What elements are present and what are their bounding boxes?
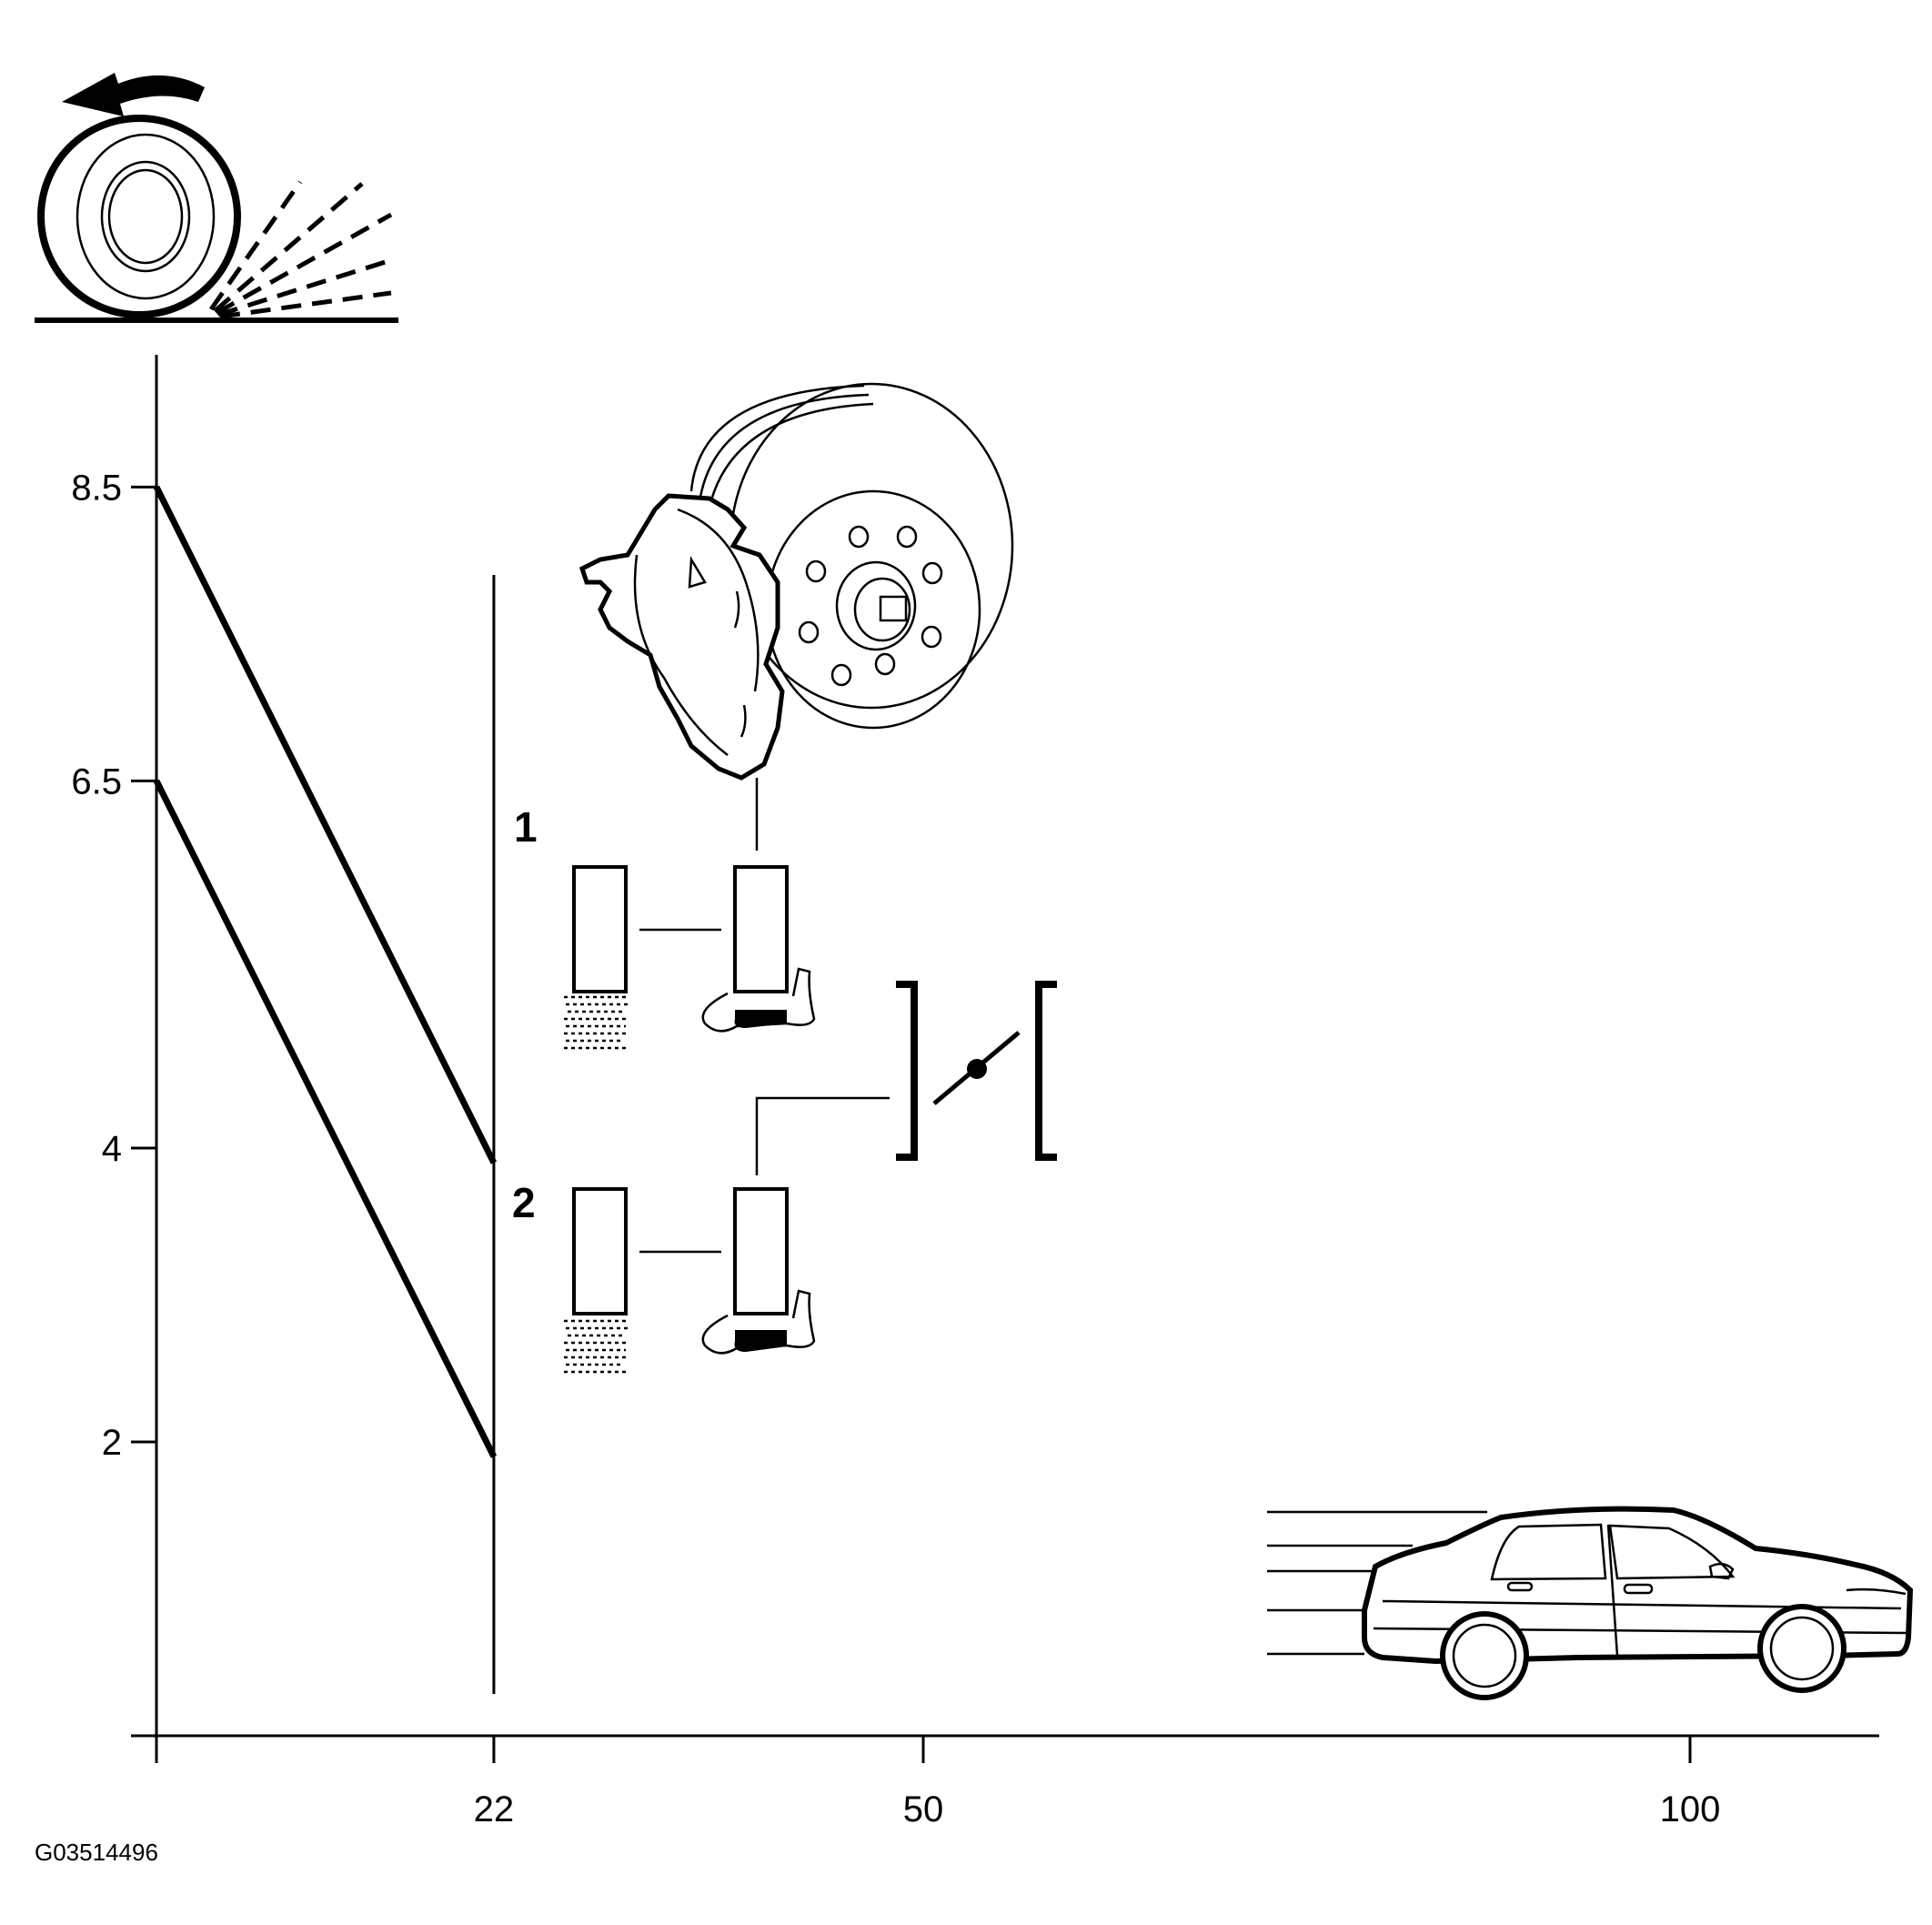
- pad-set-1-callout: 1: [514, 803, 538, 851]
- figure-code: G03514496: [35, 1839, 158, 1866]
- car-icon: [1267, 1506, 1914, 1700]
- brake-pad-icon: [564, 865, 816, 1050]
- series-line-2: [153, 779, 498, 1458]
- rolling-tire-icon: [35, 73, 398, 323]
- brake-pad-icon: [564, 1187, 816, 1374]
- y-tick-label: 4: [102, 1129, 122, 1169]
- series-line-1: [153, 485, 498, 1164]
- x-tick-label: 22: [474, 1789, 515, 1829]
- switch-symbol-icon: [755, 981, 1057, 1175]
- brake-disc-caliper-icon: [579, 382, 1014, 851]
- y-tick-label: 2: [102, 1423, 122, 1463]
- pad-set-2-callout: 2: [512, 1179, 536, 1226]
- chart-axes: [131, 355, 1879, 1738]
- x-tick-label: 100: [1660, 1789, 1721, 1829]
- y-tick-label: 6.5: [71, 761, 122, 801]
- x-tick-label: 50: [903, 1789, 944, 1829]
- y-tick-label: 8.5: [71, 468, 122, 508]
